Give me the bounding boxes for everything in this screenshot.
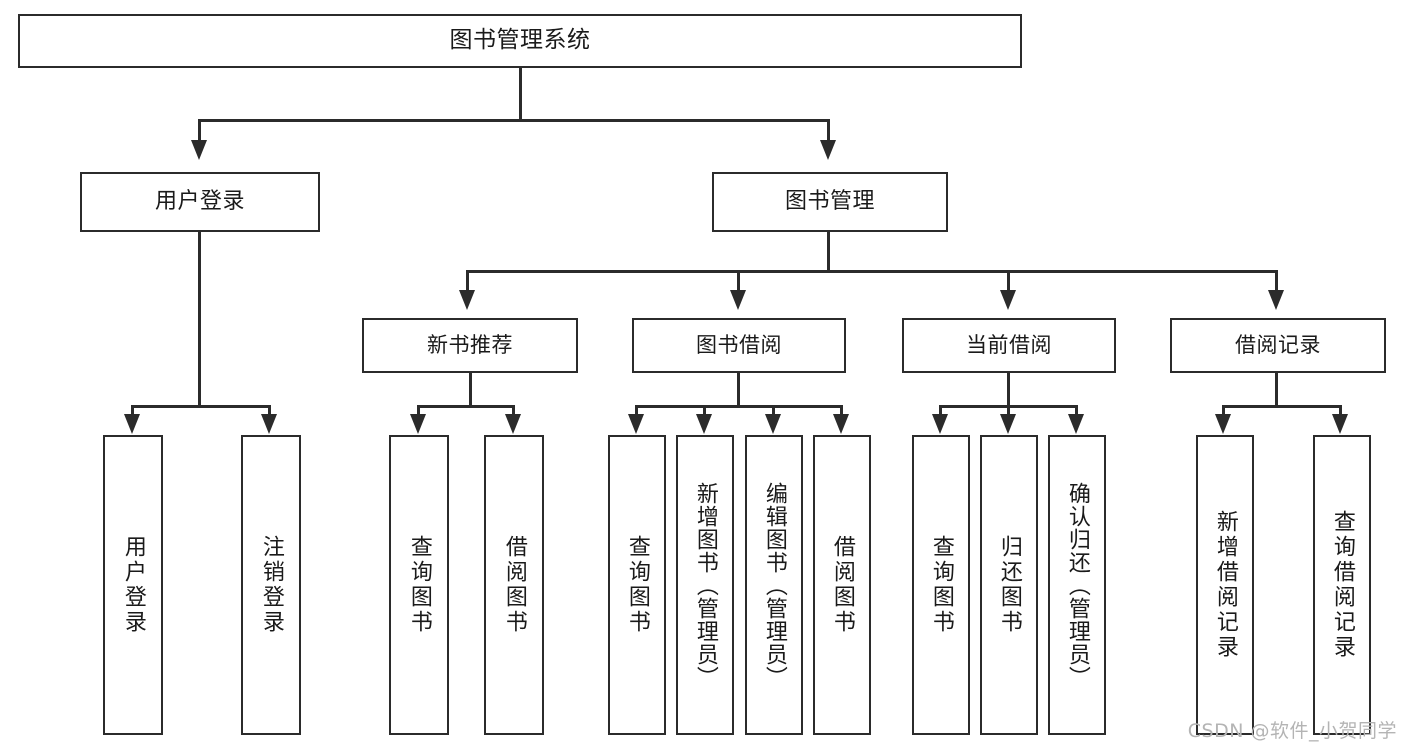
arrow-new-book-leaf-2 bbox=[505, 414, 521, 434]
arrow-current-borrow-leaf-3 bbox=[1068, 414, 1084, 434]
connector-user-login-bar bbox=[131, 405, 270, 408]
leaf-borrow-record-1[interactable]: 查询借阅记录 bbox=[1313, 435, 1371, 735]
node-label: 编辑图书（管理员） bbox=[761, 481, 787, 689]
node-label: 用户登录 bbox=[154, 188, 245, 214]
node-label: 用户登录 bbox=[120, 535, 146, 635]
connector-new-book-leaf-1 bbox=[417, 405, 420, 417]
node-label: 查询图书 bbox=[928, 535, 954, 635]
leaf-book-borrow-0[interactable]: 查询图书 bbox=[608, 435, 666, 735]
arrow-borrow-record-leaf-2 bbox=[1332, 414, 1348, 434]
arrow-new-book-leaf-1 bbox=[410, 414, 426, 434]
connector-to-new-book bbox=[466, 270, 469, 292]
connector-to-user-login bbox=[198, 119, 201, 143]
connector-level3-bar bbox=[466, 270, 1278, 273]
arrow-current-borrow-leaf-1 bbox=[932, 414, 948, 434]
node-borrow-record[interactable]: 借阅记录 bbox=[1170, 318, 1386, 373]
node-label: 当前借阅 bbox=[966, 332, 1052, 357]
node-label: 借阅记录 bbox=[1235, 332, 1321, 357]
node-label: 确认归还（管理员） bbox=[1064, 481, 1090, 689]
leaf-book-borrow-3[interactable]: 借阅图书 bbox=[813, 435, 871, 735]
leaf-book-borrow-2[interactable]: 编辑图书（管理员） bbox=[745, 435, 803, 735]
arrow-to-current-borrow bbox=[1000, 290, 1016, 310]
arrow-book-borrow-leaf-1 bbox=[628, 414, 644, 434]
node-label: 查询借阅记录 bbox=[1329, 510, 1355, 660]
connector-current-borrow-stem bbox=[1007, 373, 1010, 407]
node-label: 图书管理 bbox=[784, 188, 875, 214]
node-label: 归还图书 bbox=[996, 535, 1022, 635]
connector-new-book-bar bbox=[417, 405, 515, 408]
node-book-borrow[interactable]: 图书借阅 bbox=[632, 318, 846, 373]
connector-to-book-borrow bbox=[737, 270, 740, 292]
arrow-book-borrow-leaf-3 bbox=[765, 414, 781, 434]
node-label: 借阅图书 bbox=[501, 535, 527, 635]
leaf-book-borrow-1[interactable]: 新增图书（管理员） bbox=[676, 435, 734, 735]
connector-new-book-stem bbox=[469, 373, 472, 407]
connector-book-borrow-bar bbox=[635, 405, 843, 408]
connector-book-manage-stem bbox=[827, 232, 830, 272]
connector-level2-bar bbox=[198, 119, 830, 122]
leaf-borrow-record-0[interactable]: 新增借阅记录 bbox=[1196, 435, 1254, 735]
arrow-book-borrow-leaf-4 bbox=[833, 414, 849, 434]
leaf-new-book-0[interactable]: 查询图书 bbox=[389, 435, 449, 735]
node-label: 新增图书（管理员） bbox=[692, 481, 718, 689]
connector-book-borrow-stem bbox=[737, 373, 740, 407]
arrow-to-book-borrow bbox=[730, 290, 746, 310]
arrow-book-borrow-leaf-2 bbox=[696, 414, 712, 434]
node-label: 新增借阅记录 bbox=[1212, 510, 1238, 660]
node-label: 图书借阅 bbox=[696, 332, 782, 357]
node-user-login[interactable]: 用户登录 bbox=[80, 172, 320, 232]
arrow-to-new-book bbox=[459, 290, 475, 310]
connector-borrow-record-stem bbox=[1275, 373, 1278, 407]
arrow-to-borrow-record bbox=[1268, 290, 1284, 310]
watermark-text: CSDN @软件_小贺同学 bbox=[1187, 720, 1397, 742]
connector-book-borrow-leaf-4 bbox=[840, 405, 843, 417]
node-label: 查询图书 bbox=[406, 535, 432, 635]
connector-new-book-leaf-2 bbox=[512, 405, 515, 417]
node-new-book-recommend[interactable]: 新书推荐 bbox=[362, 318, 578, 373]
connector-book-borrow-leaf-2 bbox=[703, 405, 706, 417]
connector-user-login-leaf-2 bbox=[268, 405, 271, 417]
connector-borrow-record-bar bbox=[1222, 405, 1341, 408]
node-label: 注销登录 bbox=[258, 535, 284, 635]
leaf-user-login-1[interactable]: 注销登录 bbox=[241, 435, 301, 735]
connector-borrow-record-leaf-1 bbox=[1222, 405, 1225, 417]
arrow-current-borrow-leaf-2 bbox=[1000, 414, 1016, 434]
connector-to-current-borrow bbox=[1007, 270, 1010, 292]
connector-current-borrow-leaf-1 bbox=[939, 405, 942, 417]
leaf-new-book-1[interactable]: 借阅图书 bbox=[484, 435, 544, 735]
node-label: 查询图书 bbox=[624, 535, 650, 635]
node-book-manage[interactable]: 图书管理 bbox=[712, 172, 948, 232]
connector-user-login-leaf-1 bbox=[131, 405, 134, 417]
connector-user-login-stem bbox=[198, 232, 201, 407]
connector-current-borrow-leaf-3 bbox=[1075, 405, 1078, 417]
leaf-user-login-0[interactable]: 用户登录 bbox=[103, 435, 163, 735]
arrow-user-login-leaf-2 bbox=[261, 414, 277, 434]
arrow-to-book-manage bbox=[820, 140, 836, 160]
leaf-current-borrow-2[interactable]: 确认归还（管理员） bbox=[1048, 435, 1106, 735]
connector-to-borrow-record bbox=[1275, 270, 1278, 292]
arrow-borrow-record-leaf-1 bbox=[1215, 414, 1231, 434]
connector-borrow-record-leaf-2 bbox=[1339, 405, 1342, 417]
connector-to-book-manage bbox=[827, 119, 830, 143]
connector-book-borrow-leaf-1 bbox=[635, 405, 638, 417]
node-label: 借阅图书 bbox=[829, 535, 855, 635]
leaf-current-borrow-1[interactable]: 归还图书 bbox=[980, 435, 1038, 735]
connector-current-borrow-leaf-2 bbox=[1007, 405, 1010, 417]
arrow-to-user-login bbox=[191, 140, 207, 160]
connector-root-stem bbox=[519, 68, 522, 120]
arrow-user-login-leaf-1 bbox=[124, 414, 140, 434]
node-label: 图书管理系统 bbox=[449, 27, 591, 54]
leaf-current-borrow-0[interactable]: 查询图书 bbox=[912, 435, 970, 735]
node-label: 新书推荐 bbox=[427, 332, 513, 357]
node-root-system[interactable]: 图书管理系统 bbox=[18, 14, 1022, 68]
connector-book-borrow-leaf-3 bbox=[772, 405, 775, 417]
node-current-borrow[interactable]: 当前借阅 bbox=[902, 318, 1116, 373]
